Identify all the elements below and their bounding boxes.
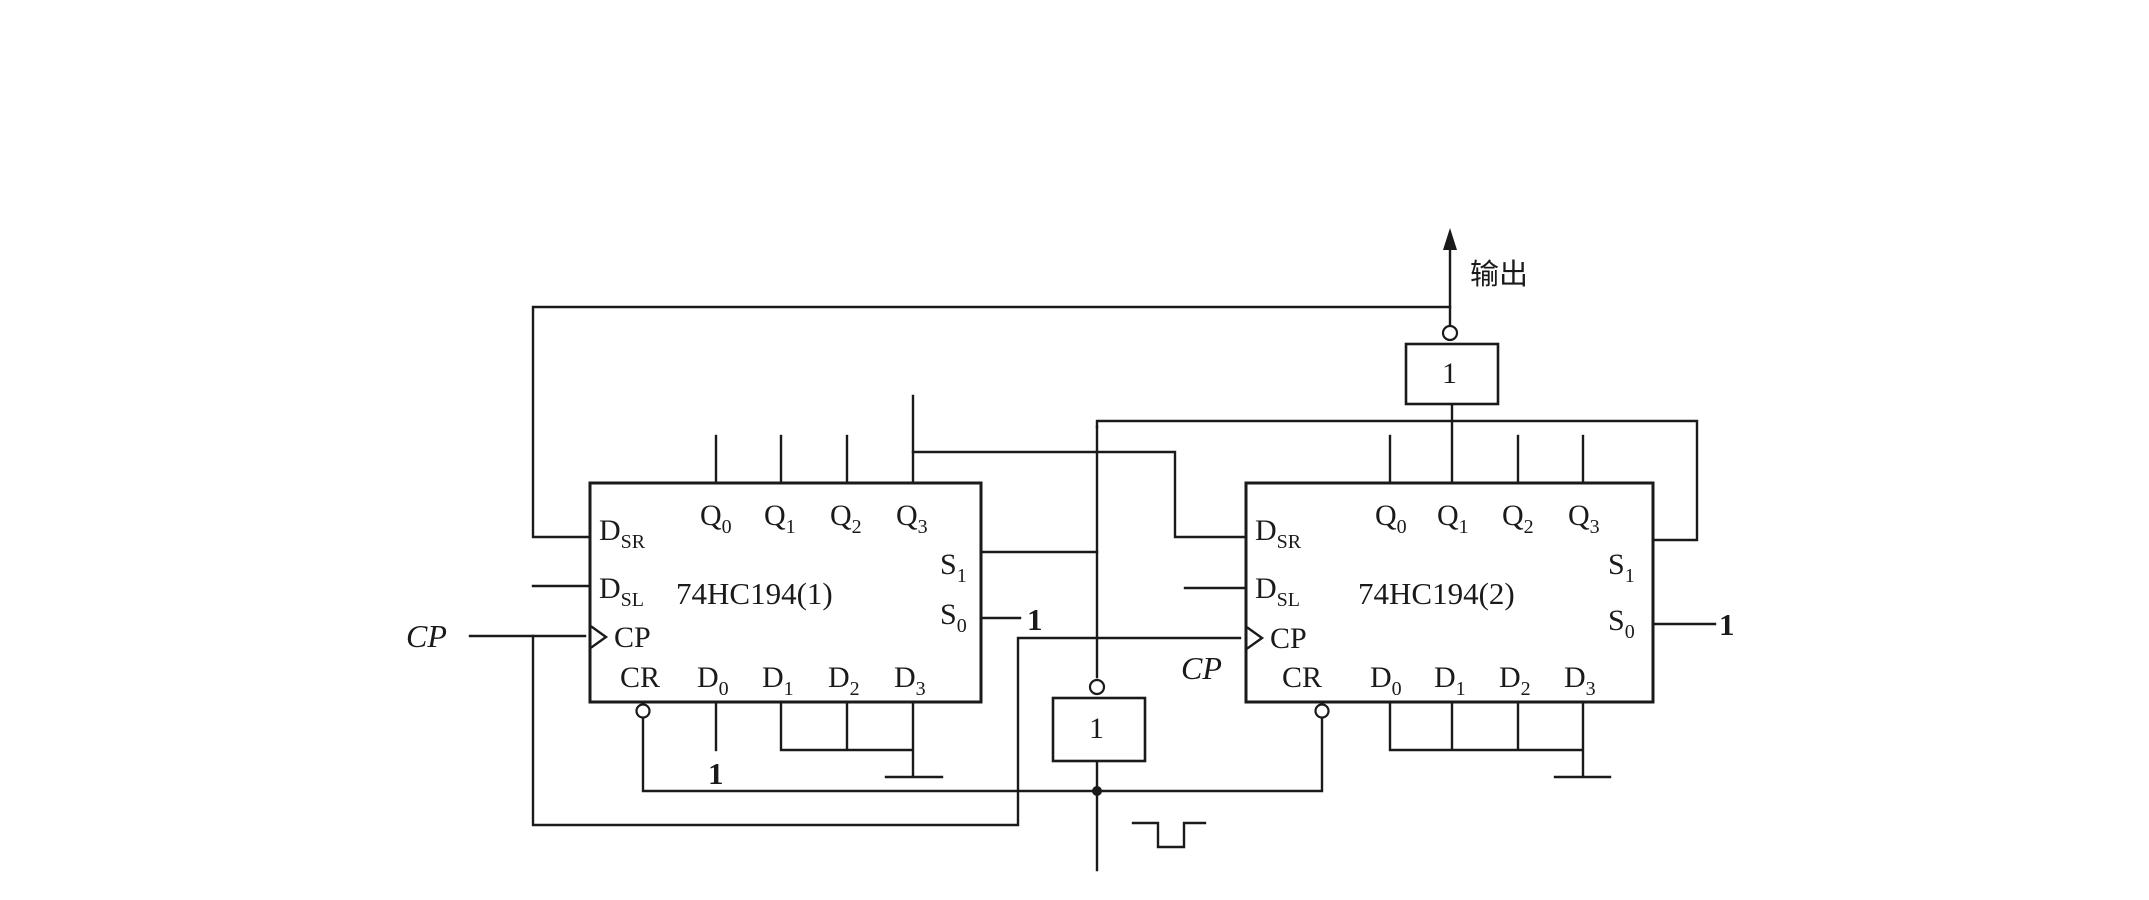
- wire-chip1-gnd: [779, 700, 915, 777]
- chip-1-cp: CP: [614, 621, 651, 654]
- chip-2-body: [1244, 481, 1655, 704]
- chip-2-s0: S0: [1608, 604, 1635, 643]
- chip-2-label: 74HC194(2): [1358, 576, 1515, 611]
- chip-2-q1: Q1: [1437, 499, 1469, 538]
- chip-2-cr: CR: [1282, 661, 1322, 694]
- output-arrow-icon: [1443, 228, 1457, 250]
- cr-bubble-icon: [1314, 703, 1330, 719]
- clock-triangle-icon: [1246, 626, 1265, 650]
- chip-1-s0: S0: [940, 598, 967, 637]
- chip-2-d1: D1: [1434, 661, 1466, 700]
- bottom-inverter-label: 1: [1089, 712, 1104, 745]
- cr-bubble-icon: [635, 703, 651, 719]
- chip-1-d0-value: 1: [708, 756, 724, 791]
- chip-2-q3: Q3: [1568, 499, 1600, 538]
- chip-2-cp: CP: [1270, 622, 1307, 655]
- chip-2-q0: Q0: [1375, 499, 1407, 538]
- bottom-inverter-bubble-icon: [1088, 678, 1106, 696]
- wire-q3-to-dsr2: [911, 450, 1248, 539]
- chip-1-q1: Q1: [764, 499, 796, 538]
- chip-2-s0-value: 1: [1719, 607, 1735, 642]
- wire-feedback-top: [531, 305, 1452, 539]
- chip-2-s1: S1: [1608, 548, 1635, 587]
- output-label: 输出: [1470, 257, 1528, 291]
- wire-cr-bus: [641, 715, 1324, 793]
- chip-1-q0: Q0: [700, 499, 732, 538]
- chip-1-body: [588, 481, 983, 704]
- pulse-icon: [1131, 821, 1207, 849]
- chip-1-s0-value: 1: [1027, 602, 1043, 637]
- chip-1-q2: Q2: [830, 499, 862, 538]
- clock-left-label: CP: [406, 618, 447, 654]
- chip-1: 74HC194(1) Q0 Q1 Q2 Q3 DSR DSL CP S1 S0 …: [588, 481, 1043, 791]
- wires: [468, 240, 1717, 872]
- chip-2-q2: Q2: [1502, 499, 1534, 538]
- clock-triangle-icon: [590, 625, 609, 649]
- chip-1-dsl: DSL: [599, 572, 644, 611]
- chip-1-dsr: DSR: [599, 514, 646, 553]
- chip-1-d2: D2: [828, 661, 860, 700]
- chip-2-d2: D2: [1499, 661, 1531, 700]
- chip-1-d3: D3: [894, 661, 926, 700]
- chip-1-q3: Q3: [896, 499, 928, 538]
- chip-1-label: 74HC194(1): [676, 576, 833, 611]
- top-inverter: 1: [1404, 324, 1500, 406]
- top-inverter-bubble-icon: [1441, 324, 1459, 342]
- bottom-inverter-body: [1051, 696, 1147, 763]
- wire-cp-chip2: [531, 634, 1242, 827]
- chip-2: 74HC194(2) Q0 Q1 Q2 Q3 DSR DSL CP S1 S0 …: [1244, 481, 1735, 719]
- junction-dot: [1092, 786, 1102, 796]
- wire-chip2-gnd: [1388, 700, 1585, 777]
- chip-1-cr: CR: [620, 661, 660, 694]
- top-inverter-label: 1: [1442, 357, 1457, 390]
- clock-mid-label: CP: [1181, 650, 1222, 686]
- chip-1-s1: S1: [940, 548, 967, 587]
- chip-2-dsl: DSL: [1255, 572, 1300, 611]
- bottom-inverter: 1: [1051, 678, 1147, 763]
- top-inverter-body: [1404, 342, 1500, 406]
- chip-1-d1: D1: [762, 661, 794, 700]
- chip-2-d3: D3: [1564, 661, 1596, 700]
- chip-2-dsr: DSR: [1255, 514, 1302, 553]
- chip-2-d0: D0: [1370, 661, 1402, 700]
- wire-s1-loop: [1095, 419, 1699, 542]
- chip-1-d0: D0: [697, 661, 729, 700]
